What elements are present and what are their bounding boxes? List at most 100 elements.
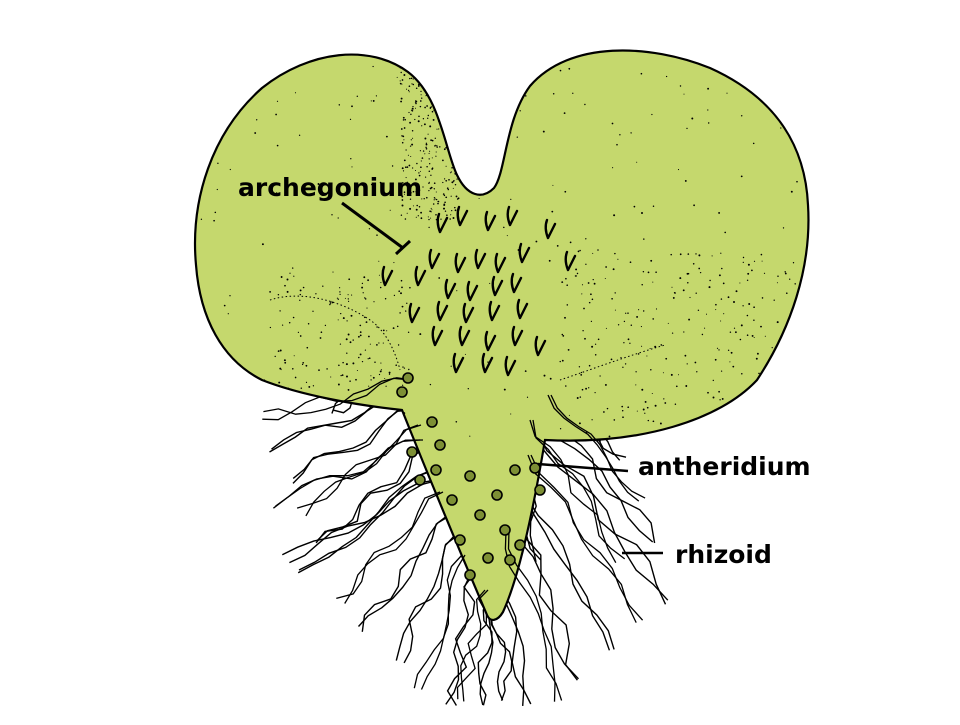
stipple-dot	[679, 253, 682, 256]
stipple-dot	[435, 144, 436, 146]
stipple-dot	[347, 333, 350, 336]
stipple-dot	[771, 434, 773, 436]
stipple-dot	[563, 112, 566, 114]
stipple-dot	[286, 290, 289, 293]
rhizoid-strand	[292, 409, 416, 479]
stipple-dot	[418, 59, 420, 62]
stipple-dot	[644, 412, 646, 414]
stipple-dot	[613, 419, 616, 421]
stipple-dot	[428, 190, 430, 192]
antheridium-dot-icon	[402, 372, 414, 384]
stipple-dot	[433, 109, 435, 111]
stipple-dot	[683, 331, 685, 333]
stipple-dot	[685, 428, 688, 431]
stipple-dot	[447, 87, 450, 90]
stipple-dot	[351, 166, 353, 168]
stipple-dot	[433, 199, 435, 201]
stipple-dot	[367, 279, 369, 282]
stipple-dot	[722, 282, 725, 285]
stipple-dot	[432, 89, 435, 92]
stipple-dot	[341, 374, 344, 376]
rhizoid-strand	[275, 439, 424, 507]
stipple-dot	[229, 63, 231, 66]
stipple-dot	[401, 195, 404, 198]
stipple-dot	[378, 260, 380, 262]
stipple-dot	[385, 385, 387, 387]
stipple-dot	[400, 100, 403, 103]
stipple-dot	[732, 365, 735, 368]
stipple-dot	[788, 416, 791, 418]
stipple-dot	[443, 88, 445, 90]
stipple-dot	[399, 312, 401, 314]
stipple-dot	[305, 381, 308, 384]
stipple-dot	[786, 329, 788, 331]
stipple-dot	[401, 135, 403, 137]
stipple-dot	[409, 198, 412, 200]
archegonium-neck-icon	[510, 272, 523, 294]
stipple-dot	[452, 138, 454, 141]
stipple-dot	[740, 175, 743, 178]
stipple-dot	[647, 271, 650, 274]
stipple-dot	[579, 396, 582, 398]
stipple-dot	[739, 282, 741, 284]
stipple-dot	[425, 142, 428, 144]
stipple-dot	[677, 374, 680, 376]
stipple-dot	[629, 261, 632, 264]
stipple-dot	[345, 363, 348, 366]
stipple-dot	[707, 109, 709, 111]
stipple-dot	[580, 374, 583, 376]
stipple-dot	[585, 263, 587, 265]
stipple-dot	[755, 357, 758, 360]
stipple-dot	[720, 298, 723, 300]
stipple-dot	[428, 182, 430, 184]
stipple-dot	[398, 290, 401, 293]
stipple-dot	[729, 361, 731, 363]
stipple-dot	[427, 117, 429, 119]
stipple-dot	[403, 367, 406, 369]
rhizoid-strand	[550, 394, 646, 499]
rhizoid-strand	[395, 534, 456, 661]
stipple-dot	[347, 294, 349, 296]
stipple-dot	[454, 209, 457, 212]
rhizoid-strand	[262, 377, 411, 421]
archegonium-neck-icon	[491, 275, 504, 297]
stipple-dot	[415, 102, 417, 105]
stipple-dot	[761, 417, 763, 419]
stipple-dot	[433, 188, 436, 190]
stipple-dot	[756, 427, 758, 429]
stipple-dot	[428, 218, 430, 221]
stipple-dot	[647, 419, 649, 422]
stipple-dot	[419, 150, 421, 152]
stipple-dot	[338, 364, 340, 367]
stipple-dot	[423, 123, 426, 126]
stipple-dot	[216, 188, 218, 191]
stipple-dot	[406, 88, 408, 90]
stipple-dot	[467, 388, 469, 390]
stipple-dot	[416, 185, 419, 188]
stipple-dot	[789, 72, 792, 75]
stipple-dot	[403, 139, 405, 141]
stipple-dot	[592, 252, 594, 254]
stipple-dot	[430, 217, 432, 219]
stipple-dot	[429, 210, 431, 213]
stipple-dot	[399, 189, 402, 192]
stipple-dot	[643, 238, 645, 240]
archegonium-neck-icon	[458, 325, 471, 347]
rhizoid-strand	[547, 394, 640, 502]
stipple-dot	[275, 192, 278, 194]
stipple-dot	[662, 372, 664, 374]
stipple-dot	[284, 361, 287, 364]
stipple-dot	[447, 139, 449, 141]
stipple-dot	[448, 65, 451, 68]
stipple-dot	[330, 300, 332, 302]
stipple-dot	[576, 397, 579, 399]
stipple-dot	[359, 353, 362, 356]
stipple-dot	[434, 81, 437, 84]
stipple-dot	[636, 410, 638, 412]
stipple-dot	[584, 337, 586, 340]
stipple-dot	[300, 387, 303, 389]
stipple-dot	[786, 432, 788, 434]
stipple-dot	[419, 105, 422, 108]
stipple-dot	[443, 204, 446, 207]
stipple-dot	[650, 259, 653, 262]
